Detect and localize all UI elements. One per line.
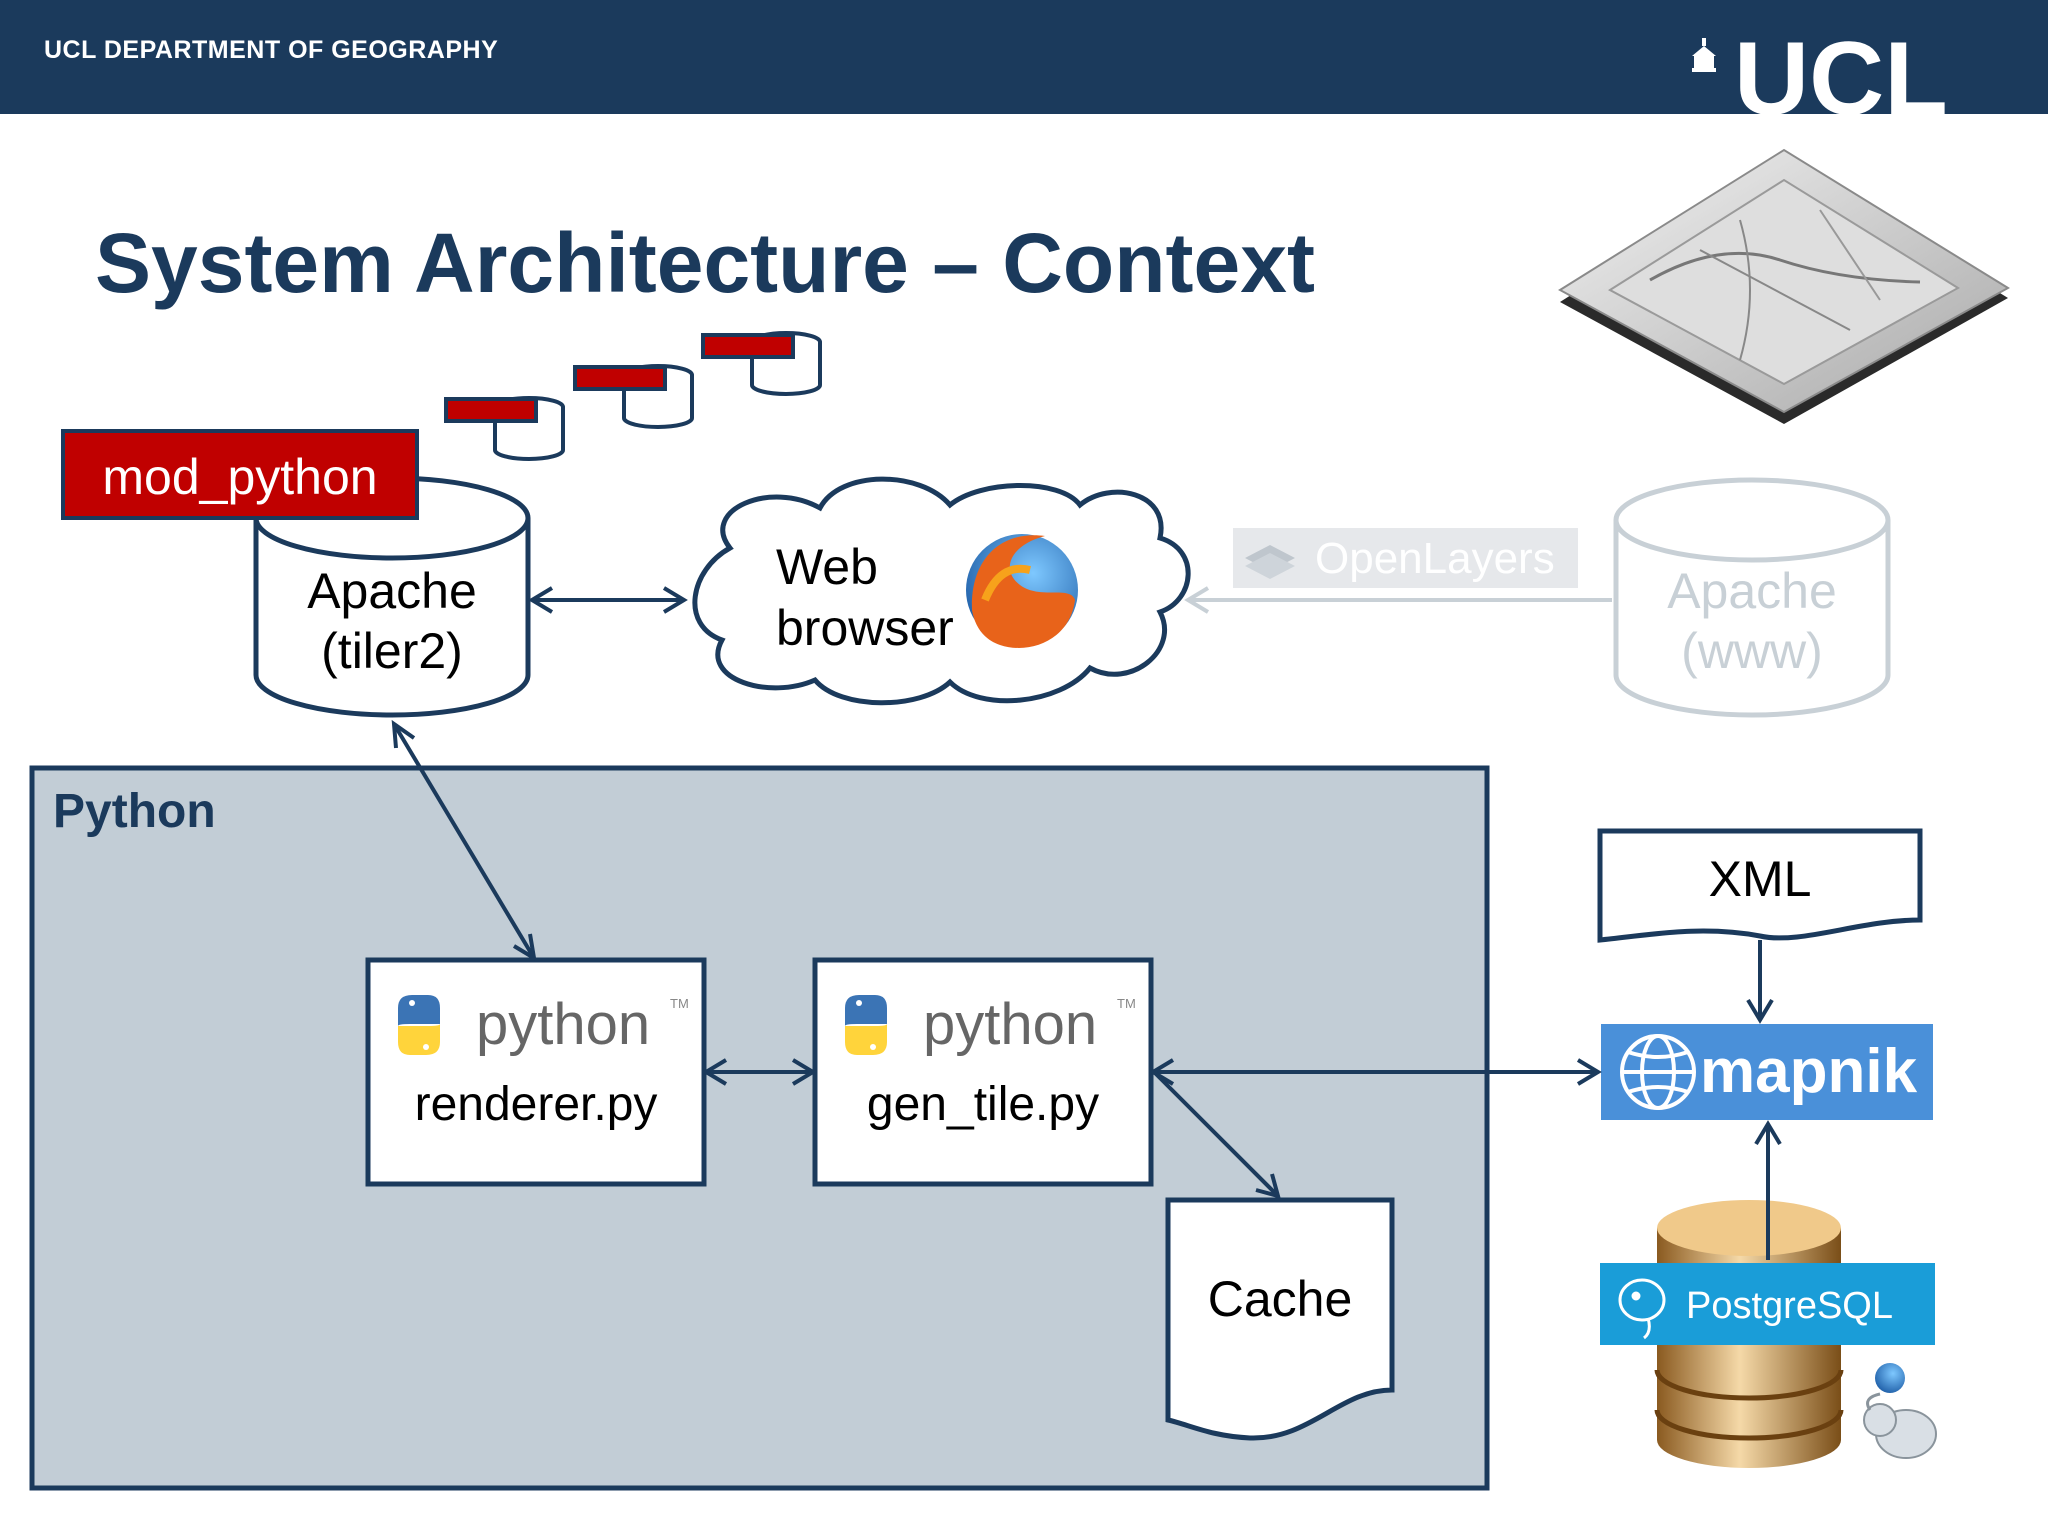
renderer-label: renderer.py xyxy=(415,1078,658,1131)
globe-icon xyxy=(1620,1034,1696,1110)
slide-title: System Architecture – Context xyxy=(95,216,1315,310)
portico-icon xyxy=(1692,38,1716,72)
mapnik-node: mapnik xyxy=(1601,1024,1933,1120)
python-panel-label: Python xyxy=(53,785,216,838)
apache-tiler-label-line2: (tiler2) xyxy=(321,623,463,679)
openlayers-label: OpenLayers xyxy=(1315,534,1555,583)
module-icon xyxy=(701,331,822,396)
postgresql-label: PostgreSQL xyxy=(1686,1285,1893,1327)
gen-tile-python-logo-text: python xyxy=(923,992,1097,1057)
layers-icon xyxy=(1245,545,1295,579)
elephant-globe-icon xyxy=(1863,1363,1937,1459)
apache-www-label-line1: Apache xyxy=(1667,563,1837,619)
ucl-logo-text: UCL xyxy=(1734,30,1948,114)
gen-tile-label: gen_tile.py xyxy=(867,1078,1099,1131)
gen-tile-tm-mark: TM xyxy=(1117,996,1136,1011)
connectors xyxy=(391,586,1782,1260)
mapnik-label: mapnik xyxy=(1700,1037,1918,1106)
module-stack-icon xyxy=(444,331,822,461)
cache-node: Cache xyxy=(1165,1197,1395,1441)
xml-node: XML xyxy=(1597,828,1923,943)
apache-www-label-line2: (www) xyxy=(1681,623,1823,679)
apache-tiler-label-line1: Apache xyxy=(307,563,477,619)
apache-www-node: Apache (www) xyxy=(1613,477,1891,718)
mod-python-badge: mod_python xyxy=(61,429,419,520)
map-tile-icon xyxy=(1558,148,2010,424)
web-browser-label-line1: Web xyxy=(776,539,878,595)
mod-python-label: mod_python xyxy=(102,449,377,505)
renderer-tm-mark: TM xyxy=(670,996,689,1011)
department-name: UCL DEPARTMENT OF GEOGRAPHY xyxy=(44,36,499,64)
xml-label: XML xyxy=(1709,851,1812,907)
cache-label: Cache xyxy=(1208,1271,1353,1327)
renderer-node: python TM renderer.py xyxy=(365,957,707,1187)
web-browser-label-line2: browser xyxy=(776,600,954,656)
header-bar: UCL DEPARTMENT OF GEOGRAPHY UCL xyxy=(0,0,2048,114)
elephant-icon xyxy=(1618,1278,1666,1340)
module-icon xyxy=(444,396,565,461)
renderer-python-logo-text: python xyxy=(476,992,650,1057)
module-icon xyxy=(573,364,694,429)
postgresql-node: PostgreSQL xyxy=(1600,1200,1937,1468)
apache-renderer-connector xyxy=(392,722,536,960)
ucl-logo: UCL xyxy=(1692,30,1948,114)
gen-tile-node: python TM gen_tile.py xyxy=(812,957,1154,1187)
firefox-icon xyxy=(966,534,1078,648)
openlayers-badge: OpenLayers xyxy=(1233,528,1578,588)
python-logo-icon xyxy=(845,995,887,1055)
web-browser-node: Web browser xyxy=(692,476,1191,706)
python-logo-icon xyxy=(398,995,440,1055)
gentile-cache-connector xyxy=(1154,1072,1280,1198)
